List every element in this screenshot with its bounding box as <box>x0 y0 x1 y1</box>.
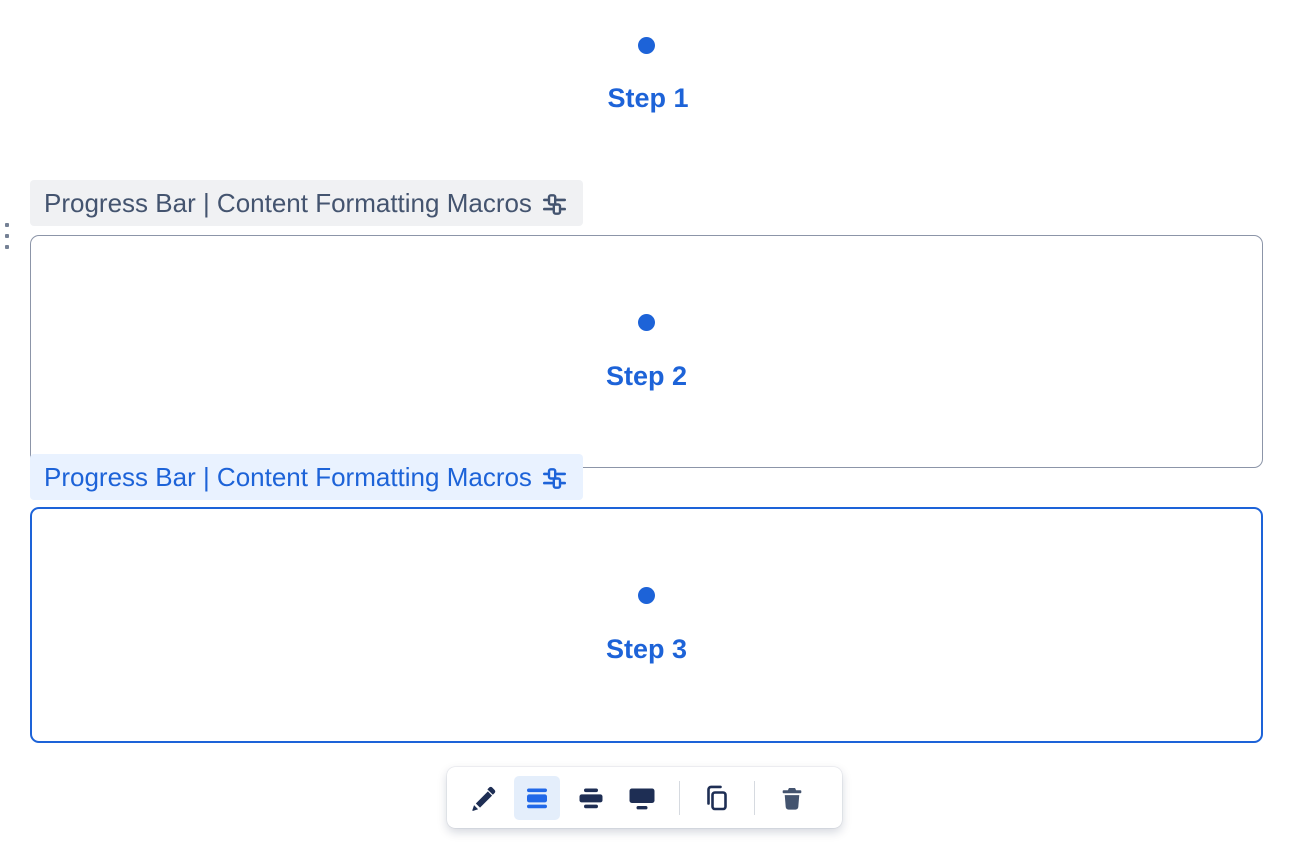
wide-layout-icon <box>579 788 603 808</box>
macro-title-chip-selected[interactable]: Progress Bar | Content Formatting Macros <box>30 454 583 500</box>
progress-bar-macro-3-selected[interactable]: Step 3 <box>30 507 1263 743</box>
progress-step-dot <box>638 37 655 54</box>
toolbar-divider <box>679 780 680 815</box>
macro-title-label: Progress Bar | Content Formatting Macros <box>44 461 532 492</box>
trash-icon <box>782 787 802 810</box>
progress-step-dot <box>638 314 655 331</box>
pencil-icon <box>471 786 495 811</box>
progress-step-label: Step 2 <box>605 361 688 391</box>
full-width-layout-icon <box>629 788 655 809</box>
macro-floating-toolbar <box>447 767 842 828</box>
drag-handle-icon[interactable] <box>0 223 9 255</box>
edit-button[interactable] <box>463 776 503 820</box>
macro-settings-icon <box>542 193 566 215</box>
align-center-layout-button[interactable] <box>514 775 560 820</box>
align-center-layout-icon <box>527 788 547 808</box>
macro-settings-icon <box>542 467 566 489</box>
wide-layout-button[interactable] <box>571 776 611 820</box>
copy-icon <box>707 785 727 810</box>
macro-title-label: Progress Bar | Content Formatting Macros <box>44 187 532 218</box>
progress-bar-macro-2[interactable]: Step 2 <box>30 235 1263 468</box>
full-width-layout-button[interactable] <box>622 776 662 820</box>
progress-step-label: Step 1 <box>607 83 689 113</box>
progress-step-label: Step 3 <box>605 634 688 664</box>
macro-title-chip[interactable]: Progress Bar | Content Formatting Macros <box>30 180 583 226</box>
delete-button[interactable] <box>772 776 812 820</box>
progress-step-dot <box>638 587 655 604</box>
toolbar-divider <box>754 780 755 815</box>
copy-button[interactable] <box>697 776 737 820</box>
